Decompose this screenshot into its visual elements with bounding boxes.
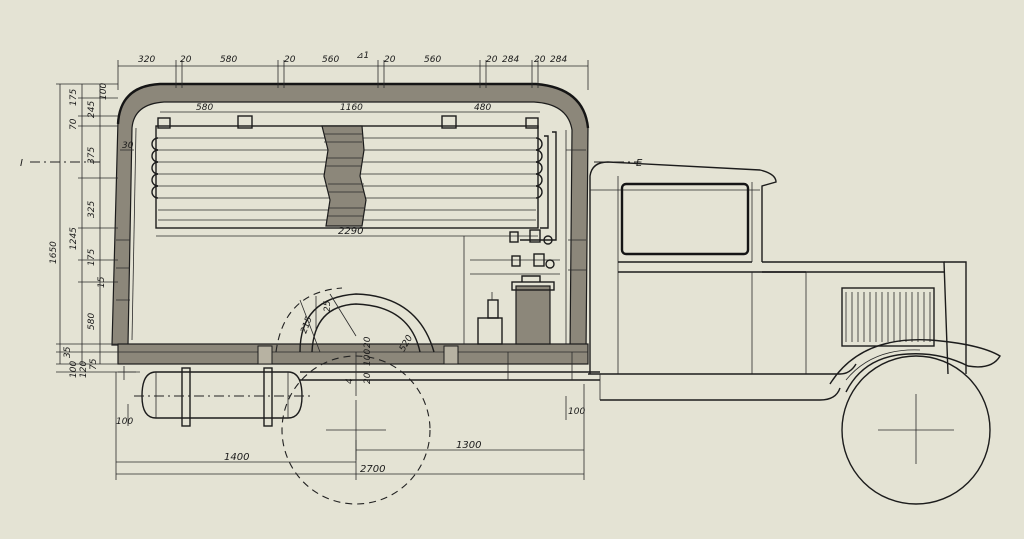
bottom-dim-2700: 2700 xyxy=(360,464,385,475)
bottom-dim-100: 100 xyxy=(116,417,133,427)
wheel-dim-20: 20 xyxy=(363,372,373,384)
top-dim-560: 560 xyxy=(424,55,441,65)
bottom-dim-1300: 1300 xyxy=(456,440,481,451)
section-marks: I E xyxy=(20,158,643,169)
left-dim-75: 75 xyxy=(89,358,99,370)
evaporator-coil xyxy=(151,115,543,229)
wheel-dim-100: 100 xyxy=(363,349,373,366)
left-dim-120: 120 xyxy=(79,361,89,378)
top-dim-20: 20 xyxy=(486,55,498,65)
top-dim-20: 20 xyxy=(384,55,396,65)
left-dim-100: 100 xyxy=(99,83,109,100)
section-mark-left: I xyxy=(20,158,23,169)
underfloor-tank xyxy=(118,366,310,427)
left-dim-1245: 1245 xyxy=(69,227,79,250)
bottom-dim-1400: 1400 xyxy=(224,452,249,463)
inner-dimension-labels: 580 1160 480 2290 30 xyxy=(122,103,491,237)
top-dim-320: 320 xyxy=(138,55,155,65)
wheel-dim-25: 25 xyxy=(323,300,333,312)
top-dim-580: 580 xyxy=(220,55,237,65)
body-shell xyxy=(111,82,590,353)
left-dim-375: 375 xyxy=(87,147,97,164)
left-dimension-labels: 100 175 245 70 375 325 1245 175 15 580 1… xyxy=(49,83,109,378)
left-dim-35: 35 xyxy=(63,346,73,358)
left-dim-580: 580 xyxy=(87,313,97,330)
wheel-dim-20: 20 xyxy=(363,336,373,348)
left-dim-245: 245 xyxy=(87,101,97,118)
inner-dim-2290: 2290 xyxy=(338,226,363,237)
rear-wheel xyxy=(275,287,435,505)
floor xyxy=(117,343,589,365)
left-dim-175: 175 xyxy=(69,89,79,106)
top-dim-20: 20 xyxy=(284,55,296,65)
left-dim-70: 70 xyxy=(69,118,79,130)
refrigeration-unit xyxy=(300,131,600,381)
dimension-lines xyxy=(30,60,640,480)
left-dim-15: 15 xyxy=(97,276,107,288)
top-dim-284: 284 xyxy=(550,55,567,65)
inner-dim-1160: 1160 xyxy=(340,103,363,113)
bottom-dimension-labels: 100 100 1400 1300 2700 xyxy=(116,407,585,475)
top-dimension-labels: 320 20 580 20 560 ⊿1 20 560 20 284 20 28… xyxy=(138,51,567,65)
bottom-dim-100: 100 xyxy=(568,407,585,417)
inner-dim-580: 580 xyxy=(196,103,213,113)
wheel-dim-4: 4 xyxy=(345,378,355,384)
inner-dim-480: 480 xyxy=(474,103,491,113)
inner-dim-30: 30 xyxy=(122,141,134,151)
left-dim-1650: 1650 xyxy=(49,241,59,264)
top-dim-560: 560 xyxy=(322,55,339,65)
top-mark: ⊿1 xyxy=(356,51,369,61)
cab xyxy=(589,161,807,374)
chassis xyxy=(588,363,857,401)
front-wheel xyxy=(829,339,1001,505)
section-mark-right: E xyxy=(636,158,643,169)
top-dim-20: 20 xyxy=(534,55,546,65)
hood xyxy=(762,261,967,375)
top-dim-20: 20 xyxy=(180,55,192,65)
left-dim-325: 325 xyxy=(87,201,97,218)
top-dim-284: 284 xyxy=(502,55,519,65)
left-dim-175: 175 xyxy=(87,249,97,266)
left-dim-100: 100 xyxy=(69,361,79,378)
